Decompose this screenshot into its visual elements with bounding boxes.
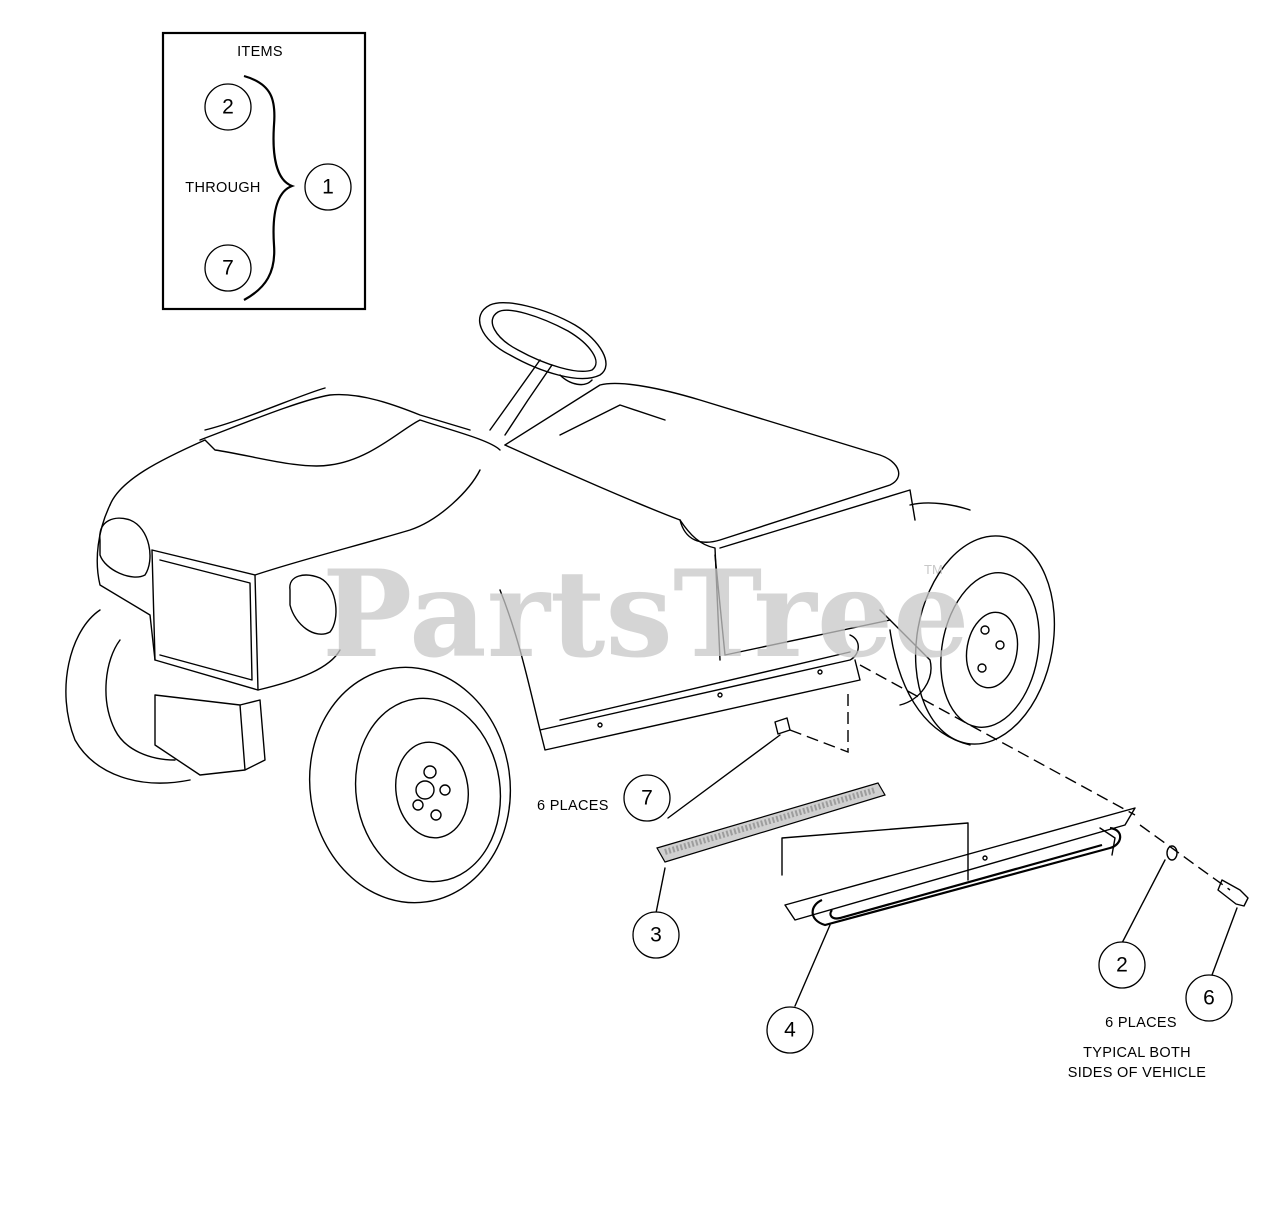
legend-through-label: THROUGH [185, 180, 260, 196]
legend-assembly-number: 1 [322, 176, 334, 199]
item-6-screw [1217, 879, 1249, 907]
alignment-guide [781, 822, 969, 881]
callout-item-3: 3 [632, 911, 680, 959]
callout-item-2: 2 [1098, 941, 1146, 989]
legend-to-number: 7 [222, 257, 234, 280]
item-3-grip-strip [656, 782, 886, 863]
callout-6-number: 6 [1203, 987, 1215, 1010]
callout-item-4: 4 [766, 1006, 814, 1054]
leader-lines [655, 734, 1238, 1007]
legend-brace [243, 74, 296, 301]
legend-from-number: 2 [222, 96, 234, 119]
note-typical-line2: SIDES OF VEHICLE [1068, 1065, 1207, 1081]
legend-to-circle [204, 244, 252, 292]
item-4-running-board [784, 807, 1136, 927]
callout-2-number: 2 [1116, 954, 1128, 977]
watermark-text: PartsTree [322, 544, 969, 685]
note-six-places-left: 6 PLACES [537, 798, 609, 814]
note-typical-line1: TYPICAL BOTH [1083, 1045, 1191, 1061]
legend-heading: ITEMS [237, 44, 283, 60]
note-six-places-right: 6 PLACES [1105, 1015, 1177, 1031]
golf-cart-drawing [65, 302, 1056, 904]
rear-right-wheel [889, 535, 1056, 746]
callout-item-7: 7 [623, 774, 671, 822]
front-left-wheel [65, 609, 191, 784]
callout-4-number: 4 [784, 1019, 796, 1042]
front-right-wheel [308, 666, 512, 904]
item-2-washer [1166, 845, 1178, 861]
legend-assembly-circle [304, 163, 352, 211]
watermark: PartsTree TM [322, 544, 969, 685]
fastener-assembly [859, 664, 1249, 907]
seat-body [504, 382, 971, 661]
watermark-trademark: TM [924, 562, 943, 577]
body-side-panel [499, 589, 861, 751]
front-body [96, 419, 501, 691]
legend-from-circle [204, 83, 252, 131]
items-legend-box: ITEMS 2 THROUGH 7 1 [161, 31, 367, 311]
callout-3-number: 3 [650, 924, 662, 947]
callout-7-number: 7 [641, 787, 653, 810]
steering-wheel [479, 302, 607, 436]
callout-item-6: 6 [1185, 974, 1233, 1022]
front-bumper [154, 694, 266, 776]
item-7-part [774, 690, 849, 754]
